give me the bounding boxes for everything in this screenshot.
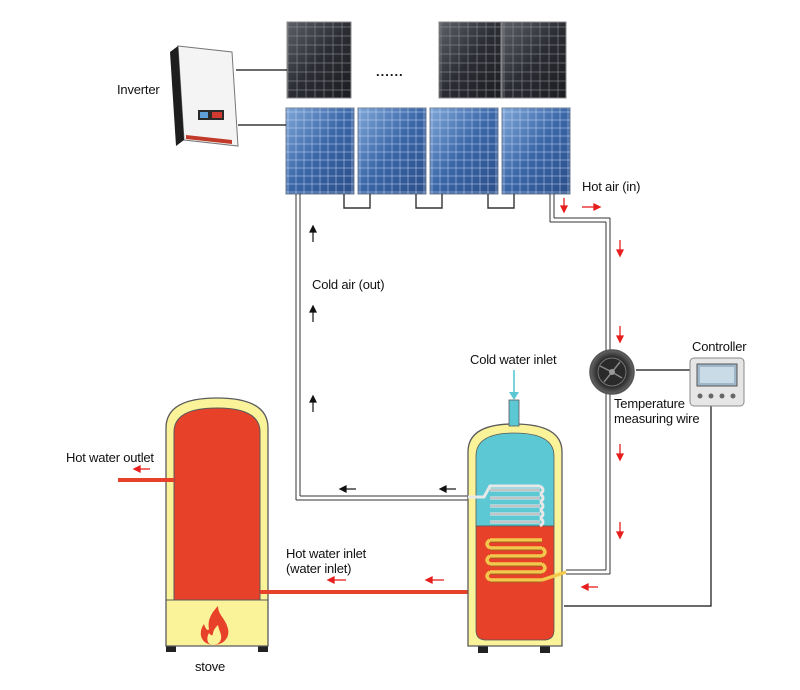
hot-flow-arrows: [132, 198, 625, 592]
inverter-label: Inverter: [117, 82, 160, 97]
pv-air-panel-4: [501, 107, 571, 195]
arrow-left-2: [438, 485, 456, 493]
cold-water-inlet-label: Cold water inlet: [470, 352, 557, 367]
pv-air-panel-1: [285, 107, 355, 195]
hot-water-outlet-pipe: [118, 478, 174, 482]
arrow-left-water-1: [326, 575, 346, 585]
arrow-down-1: [615, 240, 625, 258]
arrow-left-1: [338, 485, 356, 493]
arrow-up-1: [309, 224, 317, 242]
cold-air-arrows: [309, 224, 456, 493]
hot-water-inlet-pipe: [260, 590, 472, 594]
arrow-up-2: [309, 304, 317, 322]
hot-water-outlet-label: Hot water outlet: [66, 450, 154, 465]
air-duct-loop: [295, 194, 611, 575]
cold-air-out-label: Cold air (out): [312, 277, 385, 292]
pv-panels-bottom-row: [285, 107, 571, 209]
arrow-left-water-2: [424, 575, 444, 585]
storage-tank: [467, 399, 567, 653]
arrow-down-2: [615, 326, 625, 344]
inverter-wiring: [236, 69, 287, 126]
panel-connectors: [343, 194, 515, 209]
hot-air-in-label: Hot air (in): [582, 179, 641, 194]
controller-icon: [689, 357, 745, 407]
pv-panels-top-row: [286, 21, 567, 99]
stove-tank: [165, 397, 269, 652]
cold-water-inlet-arrow: [509, 370, 519, 400]
hot-water-inlet-label: Hot water inlet (water inlet): [286, 546, 367, 576]
arrow-left-outlet: [132, 464, 150, 474]
temperature-wire-label: Temperature measuring wire: [614, 396, 700, 426]
arrow-down-outlet: [559, 198, 569, 214]
arrow-down-4: [615, 522, 625, 540]
fan-icon: [589, 349, 635, 395]
arrow-down-3: [615, 444, 625, 462]
lower-heat-coil: [485, 538, 567, 582]
stove-label: stove: [195, 659, 226, 674]
inverter-icon: [170, 45, 239, 147]
controller-wiring: [564, 369, 712, 607]
pv-air-panel-2: [357, 107, 427, 195]
arrow-right-top: [582, 202, 602, 212]
arrow-left-return: [580, 582, 598, 592]
pv-panel-top-1: [286, 21, 352, 99]
controller-label: Controller: [692, 339, 747, 354]
pv-air-panel-3: [429, 107, 499, 195]
panel-ellipsis: ......: [376, 64, 404, 79]
pv-panel-top-2: [438, 21, 502, 99]
arrow-up-3: [309, 394, 317, 412]
pv-panel-top-3: [501, 21, 567, 99]
flame-icon: [200, 606, 229, 645]
